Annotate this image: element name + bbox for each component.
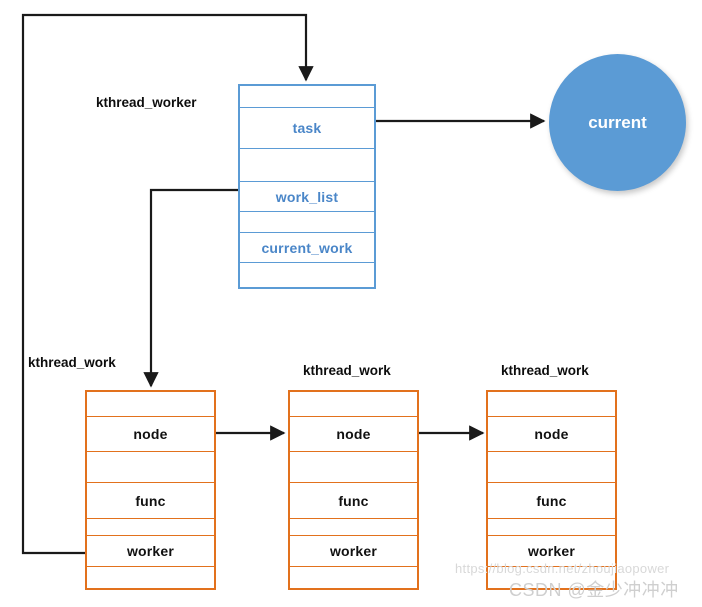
work2-field-0[interactable] — [290, 392, 417, 417]
work2-field-worker[interactable]: worker — [290, 536, 417, 567]
worker-field-work-list[interactable]: work_list — [240, 182, 374, 212]
work1-field-func[interactable]: func — [87, 483, 214, 519]
work1-field-node[interactable]: node — [87, 417, 214, 452]
current-node: current — [549, 54, 686, 191]
kthread-work-1-struct: node func worker — [85, 390, 216, 590]
kthread-work-2-struct: node func worker — [288, 390, 419, 590]
worker-field-0[interactable] — [240, 86, 374, 108]
work3-field-2[interactable] — [488, 452, 615, 483]
work1-field-4[interactable] — [87, 519, 214, 536]
work2-field-6[interactable] — [290, 567, 417, 588]
watermark-author: CSDN @金少冲冲冲 — [509, 580, 679, 600]
current-node-label: current — [588, 112, 647, 132]
work3-field-node[interactable]: node — [488, 417, 615, 452]
work3-field-4[interactable] — [488, 519, 615, 536]
kthread-worker-struct: task work_list current_work — [238, 84, 376, 289]
kthread-work-3-struct: node func worker — [486, 390, 617, 590]
work1-field-worker[interactable]: worker — [87, 536, 214, 567]
work1-field-2[interactable] — [87, 452, 214, 483]
worker-field-4[interactable] — [240, 212, 374, 233]
work3-field-worker[interactable]: worker — [488, 536, 615, 567]
worker-field-2[interactable] — [240, 149, 374, 182]
work1-field-6[interactable] — [87, 567, 214, 588]
work3-field-func[interactable]: func — [488, 483, 615, 519]
work3-field-0[interactable] — [488, 392, 615, 417]
worker-field-current-work[interactable]: current_work — [240, 233, 374, 263]
kthread-work-3-caption: kthread_work — [501, 363, 589, 378]
work2-field-4[interactable] — [290, 519, 417, 536]
kthread-work-1-caption: kthread_work — [28, 355, 116, 370]
kthread-worker-caption: kthread_worker — [96, 95, 197, 110]
worker-field-task[interactable]: task — [240, 108, 374, 149]
work2-field-2[interactable] — [290, 452, 417, 483]
watermark-url: https://blog.csdn.net/zhoujiaopower — [455, 561, 670, 576]
work1-field-0[interactable] — [87, 392, 214, 417]
wire-worklist-to-work1 — [143, 188, 238, 388]
kthread-work-2-caption: kthread_work — [303, 363, 391, 378]
work2-field-func[interactable]: func — [290, 483, 417, 519]
work2-field-node[interactable]: node — [290, 417, 417, 452]
worker-field-6[interactable] — [240, 263, 374, 287]
